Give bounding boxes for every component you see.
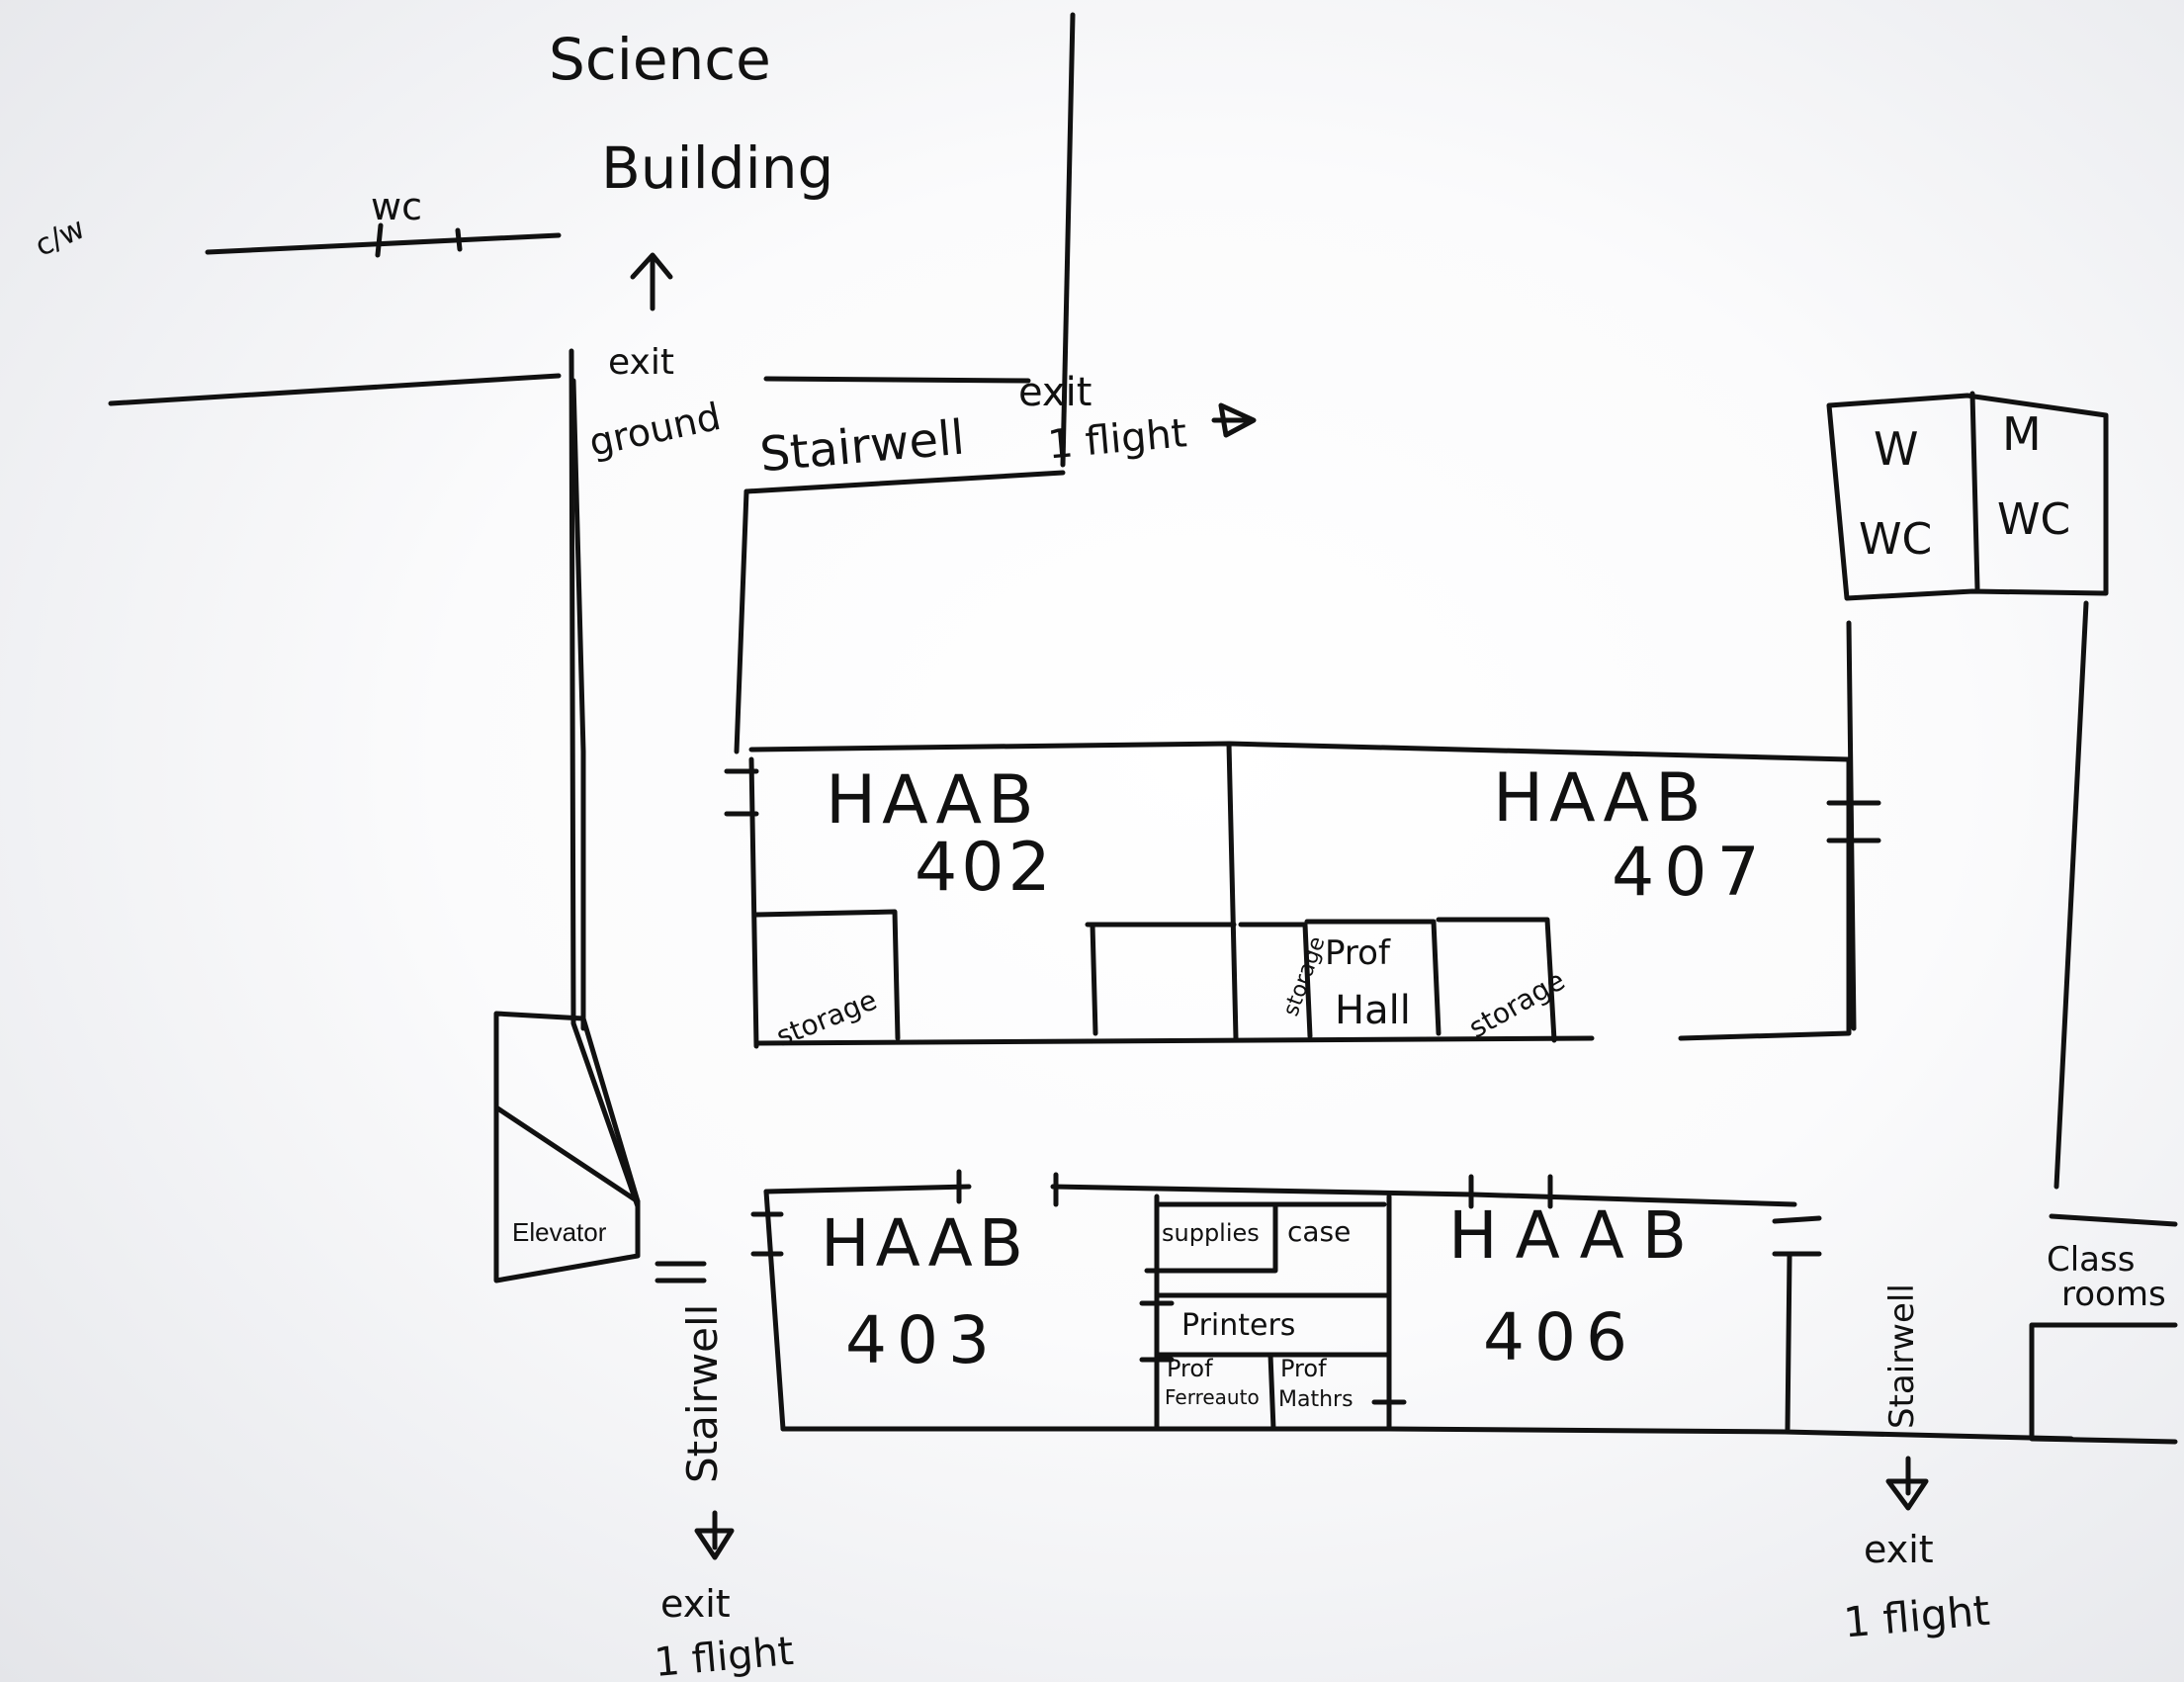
- door-406-right-a: [1772, 1215, 1822, 1224]
- top-vertical-line: [1060, 12, 1076, 468]
- men-label-2: WC: [1997, 494, 2070, 545]
- elevator-shaft: [493, 1011, 641, 1284]
- men-label-1: M: [2002, 407, 2042, 461]
- block-divider: [1226, 741, 1239, 1041]
- exit-flight-top-2: 1 flight: [1046, 410, 1188, 468]
- top-left-lower-line: [108, 373, 562, 406]
- restroom-outer: [1826, 393, 2109, 601]
- exit-ground-1: exit: [608, 342, 674, 383]
- block-406-right-wall: [1785, 1253, 1792, 1432]
- exit-flight-top-1: exit: [1018, 370, 1092, 415]
- stairwell-top-left: [734, 488, 749, 754]
- top-left-line: [205, 232, 562, 255]
- storage-407b-box: [1436, 917, 1557, 1043]
- room-403-number: 403: [845, 1302, 1000, 1378]
- storage-407a-box: [1238, 922, 1313, 1039]
- top-left-mark: c/w: [30, 212, 90, 264]
- title-line-2: Building: [601, 134, 833, 202]
- restroom-divider: [1969, 391, 1980, 591]
- stairwell-right-label: Stairwell: [1882, 1284, 1922, 1429]
- prof-mathrs-label-2: Mathrs: [1278, 1387, 1354, 1412]
- block-403-left-wall: [763, 1189, 786, 1432]
- exit-flight-bottom-right-2: 1 flight: [1842, 1586, 1992, 1647]
- exit-flight-bottom-left-1: exit: [660, 1582, 731, 1626]
- classrooms-label-1: Class: [2047, 1240, 2135, 1280]
- storage-402-box: [753, 909, 901, 1041]
- room-407-number: 407: [1612, 834, 1770, 912]
- main-corridor-right-wall: [570, 378, 586, 1031]
- small-box-1: [1085, 922, 1237, 1036]
- text-layer: Science Building c/w wc exit ground Stai…: [30, 26, 2166, 1682]
- women-label-1: W: [1874, 422, 1918, 476]
- top-left-tick-1: [375, 222, 384, 258]
- top-left-tick-2: [455, 227, 463, 252]
- block-top-wall: [748, 741, 1852, 762]
- exit-flight-bottom-left-2: 1 flight: [653, 1629, 795, 1682]
- prof-hall-label-1: Prof: [1325, 933, 1391, 973]
- room-407-name: HAAB: [1493, 759, 1707, 838]
- right-corridor-right: [2053, 600, 2089, 1190]
- storage-407a-label: storage: [1278, 933, 1330, 1019]
- arrow-up-exit-ground: [630, 252, 673, 311]
- elevator-label: Elevator: [512, 1217, 607, 1247]
- arrow-down-exit-bottom-right: [1885, 1456, 1929, 1511]
- printers-label: Printers: [1181, 1308, 1295, 1343]
- top-left-wc: wc: [371, 185, 422, 228]
- block-402-left-wall: [748, 756, 759, 1049]
- room-402-name: HAAB: [826, 761, 1040, 840]
- classrooms-box: [2029, 1322, 2178, 1445]
- exit-flight-bottom-right-1: exit: [1864, 1528, 1934, 1571]
- arrow-down-exit-bottom-left: [694, 1510, 735, 1560]
- case-label: case: [1287, 1215, 1351, 1248]
- stairwell-top-line: [763, 376, 1031, 384]
- main-corridor-left-wall: [568, 348, 641, 1209]
- prof-ferreauto-label-2: Ferreauto: [1165, 1385, 1260, 1409]
- block-lower-bottom-wall: [780, 1426, 2074, 1442]
- block-bottom-wall: [753, 1035, 1595, 1046]
- prof-ferreauto-label-1: Prof: [1167, 1355, 1213, 1382]
- arrow-right-exit-top: [1211, 402, 1257, 438]
- arrows: [630, 252, 1929, 1560]
- women-label-2: WC: [1859, 514, 1932, 565]
- exit-ground-2: ground: [585, 395, 725, 465]
- stairwell-left-lines: [655, 1261, 707, 1284]
- prof-hall-label-2: Hall: [1335, 988, 1411, 1033]
- room-403-name: HAAB: [821, 1205, 1029, 1282]
- prof-divider: [1267, 1352, 1276, 1432]
- title-line-1: Science: [549, 26, 771, 93]
- room-402-number: 402: [915, 829, 1055, 907]
- elevator-diagonal: [493, 1105, 641, 1204]
- classrooms-top: [2049, 1213, 2178, 1227]
- prof-mathrs-label-1: Prof: [1280, 1355, 1327, 1382]
- right-corridor-left: [1846, 620, 1857, 1031]
- classrooms-label-2: rooms: [2061, 1275, 2166, 1314]
- prof-hall-box: [1304, 919, 1441, 1036]
- block-407-right-wall: [1678, 756, 1852, 1041]
- supplies-label: supplies: [1162, 1219, 1260, 1247]
- stairwell-top-lower: [743, 470, 1066, 494]
- room-406-number: 406: [1483, 1299, 1637, 1375]
- stairwell-top-label: Stairwell: [757, 410, 966, 484]
- room-406-name: HAAB: [1448, 1197, 1704, 1274]
- stairwell-left-label: Stairwell: [678, 1304, 727, 1483]
- wall-lines: [108, 12, 2178, 1445]
